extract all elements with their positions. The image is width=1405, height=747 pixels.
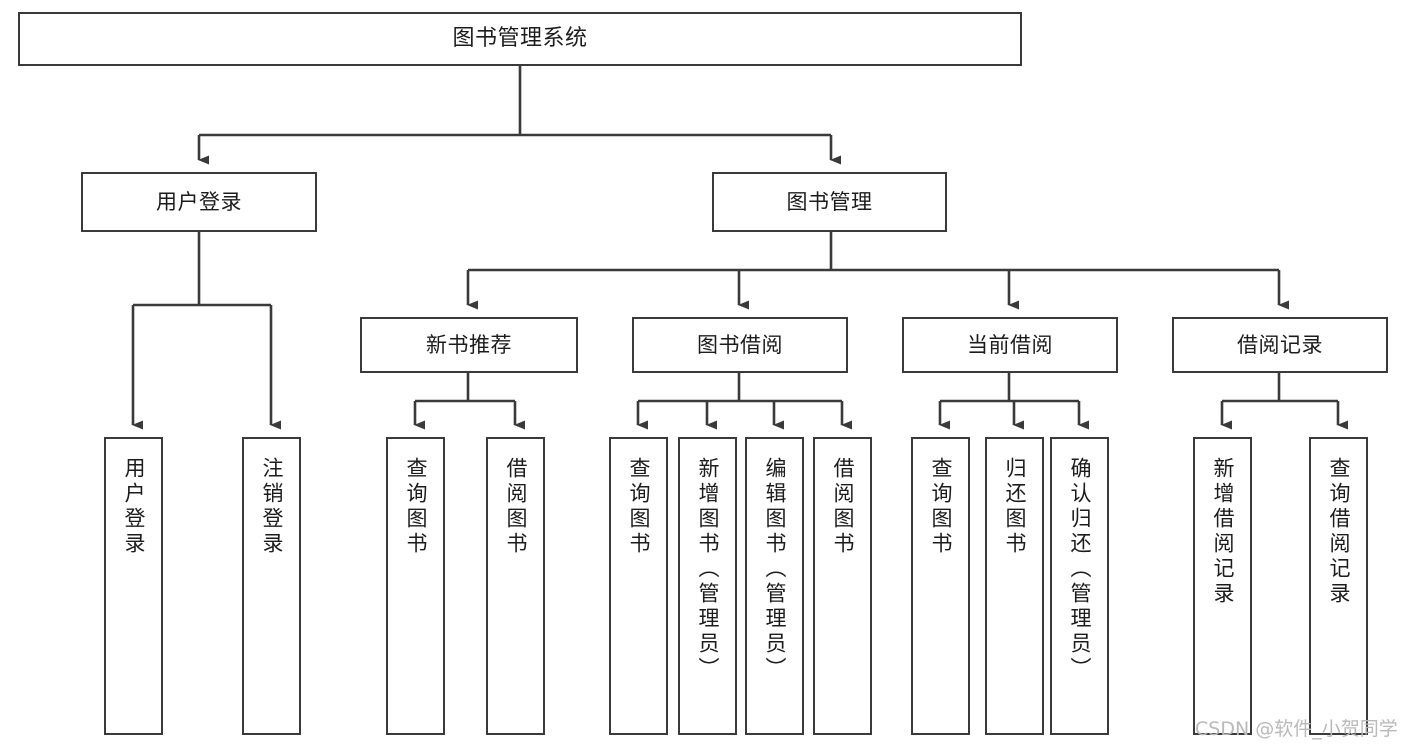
node-user-login-label: 用户登录 xyxy=(156,189,242,214)
node-leaf-borrow-book-recommend[interactable]: 借阅图书 xyxy=(486,437,545,735)
node-new-book-recommend[interactable]: 新书推荐 xyxy=(360,317,578,373)
node-leaf-query-book-borrow-label: 查询图书 xyxy=(627,457,651,557)
node-leaf-add-borrow-record-label: 新增借阅记录 xyxy=(1211,457,1235,607)
node-current-borrow[interactable]: 当前借阅 xyxy=(902,317,1118,373)
node-book-borrow[interactable]: 图书借阅 xyxy=(632,317,848,373)
node-leaf-query-book-borrow[interactable]: 查询图书 xyxy=(609,437,668,735)
node-leaf-edit-book-label: 编辑图书（管理员） xyxy=(763,457,787,682)
node-leaf-logout[interactable]: 注销登录 xyxy=(242,437,301,735)
node-leaf-borrow-book-label: 借阅图书 xyxy=(831,457,855,557)
node-book-borrow-label: 图书借阅 xyxy=(697,332,783,357)
node-leaf-query-book-current-label: 查询图书 xyxy=(929,457,953,557)
node-book-management-label: 图书管理 xyxy=(786,189,873,214)
node-user-login[interactable]: 用户登录 xyxy=(81,172,317,232)
node-leaf-add-book-label: 新增图书（管理员） xyxy=(696,457,720,682)
watermark: CSDN @软件_小贺同学 xyxy=(1195,718,1398,740)
node-leaf-query-borrow-record[interactable]: 查询借阅记录 xyxy=(1309,437,1368,735)
node-leaf-query-book-current[interactable]: 查询图书 xyxy=(911,437,970,735)
node-leaf-add-book[interactable]: 新增图书（管理员） xyxy=(678,437,737,735)
node-borrow-record[interactable]: 借阅记录 xyxy=(1172,317,1388,373)
node-borrow-record-label: 借阅记录 xyxy=(1237,332,1323,357)
node-leaf-borrow-book-recommend-label: 借阅图书 xyxy=(504,457,528,557)
node-leaf-return-book[interactable]: 归还图书 xyxy=(985,437,1044,735)
node-leaf-borrow-book[interactable]: 借阅图书 xyxy=(813,437,872,735)
node-leaf-confirm-return-label: 确认归还（管理员） xyxy=(1068,457,1092,682)
node-leaf-query-book-recommend-label: 查询图书 xyxy=(404,457,428,557)
node-root-label: 图书管理系统 xyxy=(452,26,588,52)
node-leaf-query-book-recommend[interactable]: 查询图书 xyxy=(386,437,445,735)
node-leaf-return-book-label: 归还图书 xyxy=(1003,457,1027,557)
node-leaf-query-borrow-record-label: 查询借阅记录 xyxy=(1327,457,1351,607)
node-leaf-edit-book[interactable]: 编辑图书（管理员） xyxy=(745,437,804,735)
node-book-management[interactable]: 图书管理 xyxy=(712,172,947,232)
node-root[interactable]: 图书管理系统 xyxy=(18,12,1022,66)
node-leaf-logout-label: 注销登录 xyxy=(260,457,284,557)
node-leaf-add-borrow-record[interactable]: 新增借阅记录 xyxy=(1193,437,1252,735)
node-leaf-confirm-return[interactable]: 确认归还（管理员） xyxy=(1050,437,1109,735)
node-leaf-user-login-label: 用户登录 xyxy=(122,457,146,557)
node-new-book-recommend-label: 新书推荐 xyxy=(426,332,512,357)
node-leaf-user-login[interactable]: 用户登录 xyxy=(104,437,163,735)
node-current-borrow-label: 当前借阅 xyxy=(967,332,1053,357)
